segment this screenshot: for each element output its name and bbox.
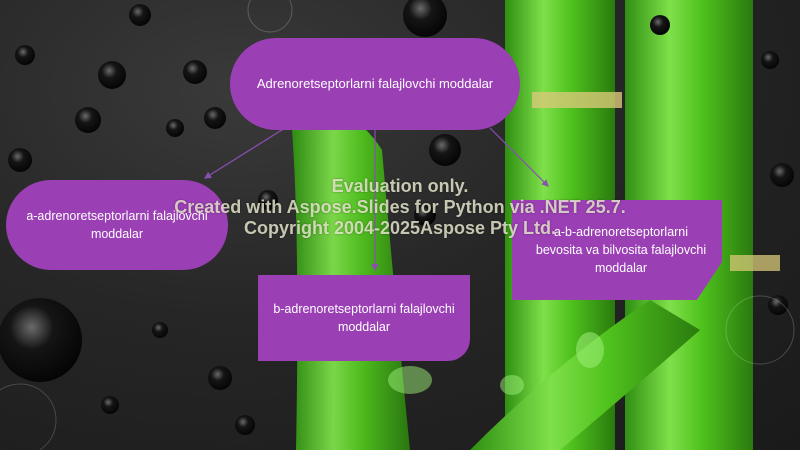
node-root: Adrenoretseptorlarni falajlovchi moddala… [230,38,520,130]
node-alpha-beta-label: a-b-adrenoretseptorlarni bevosita va bil… [535,225,707,275]
node-alpha-beta-blockers: a-b-adrenoretseptorlarni bevosita va bil… [512,200,722,300]
node-beta-blockers: b-adrenoretseptorlarni falajlovchi modda… [258,275,470,361]
node-alpha-label: a-adrenoretseptorlarni falajlovchi modda… [26,209,208,241]
node-beta-label: b-adrenoretseptorlarni falajlovchi modda… [273,302,455,334]
node-alpha-blockers: a-adrenoretseptorlarni falajlovchi modda… [6,180,228,270]
node-root-label: Adrenoretseptorlarni falajlovchi moddala… [256,76,494,91]
